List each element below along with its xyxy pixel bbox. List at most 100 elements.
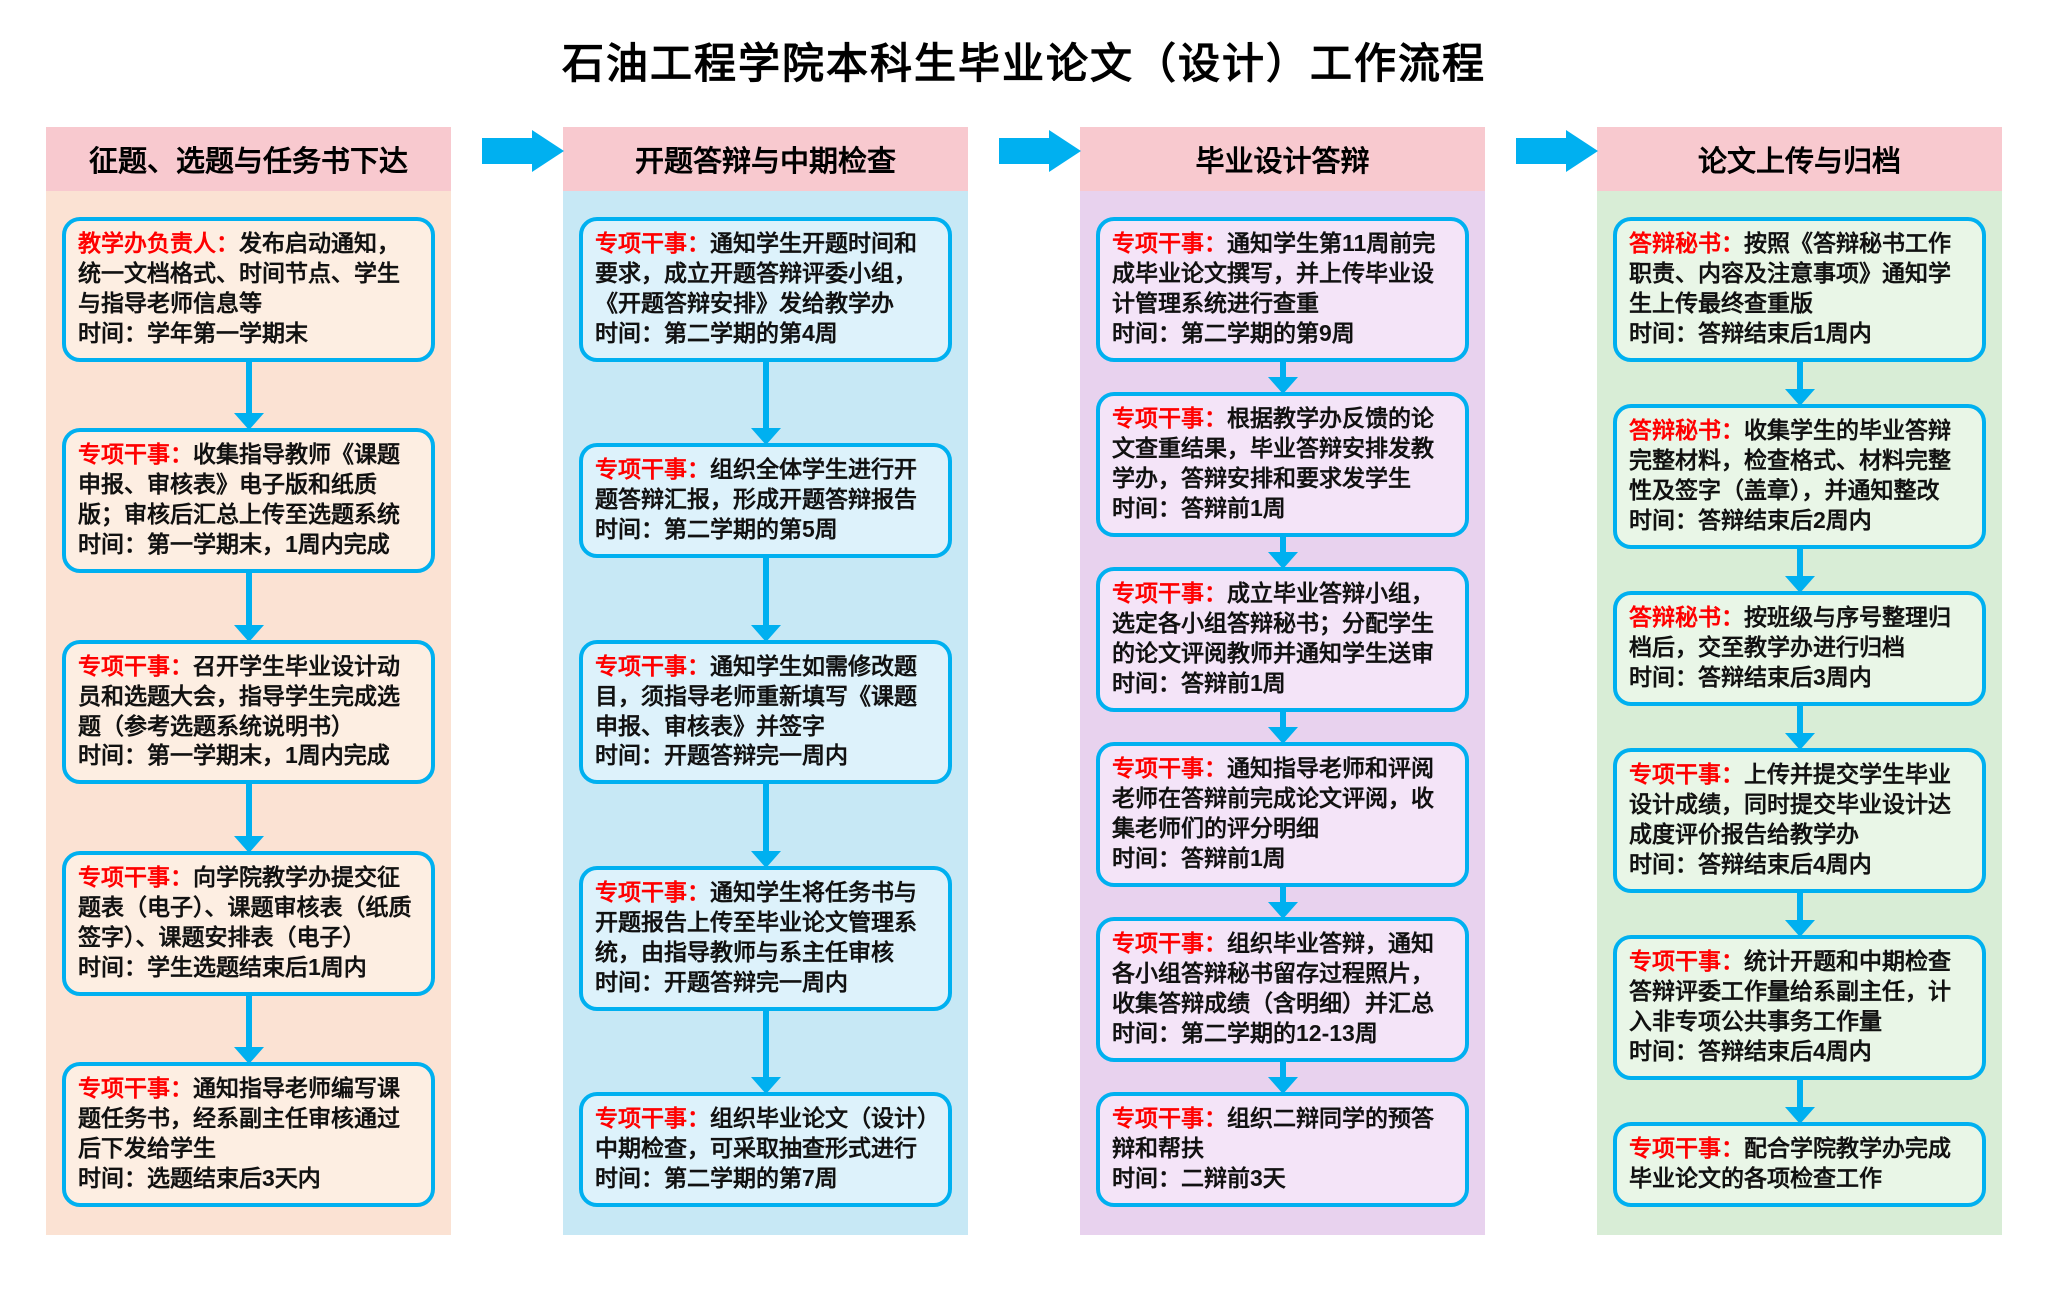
step-box: 专项干事：组织全体学生进行开题答辩汇报，形成开题答辩报告时间：第二学期的第5周 [579,443,952,558]
step-text: 答辩秘书：按班级与序号整理归档后，交至教学办进行归档 [1629,603,1970,663]
step-box: 专项干事：组织毕业答辩，通知各小组答辩秘书留存过程照片，收集答辩成绩（含明细）并… [1096,917,1469,1062]
step-body-text: 收集学生的毕业答辩完整材料，检查格式、材料完整性及签字（盖章），并通知整改 [1629,417,1951,503]
step-box: 答辩秘书：按班级与序号整理归档后，交至教学办进行归档时间：答辩结束后3周内 [1613,591,1986,706]
step-text: 专项干事：组织全体学生进行开题答辩汇报，形成开题答辩报告 [595,455,936,515]
step-box: 专项干事：根据教学办反馈的论文查重结果，毕业答辩安排发教学办，答辩安排和要求发学… [1096,392,1469,537]
step-time-text: 时间：学年第一学期末 [78,319,308,346]
step-body-text: 发布启动通知，统一文档格式、时间节点、学生与指导老师信息等 [78,230,400,316]
step-time-text: 时间：答辩前1周 [1112,669,1286,696]
step-time-text: 时间：第一学期末，1周内完成 [78,742,390,769]
step-text: 专项干事：通知学生开题时间和要求，成立开题答辩评委小组，《开题答辩安排》发给教学… [595,229,936,319]
step-text: 专项干事：成立毕业答辩小组，选定各小组答辩秘书；分配学生的论文评阅教师并通知学生… [1112,579,1453,669]
step-role-label: 专项干事： [595,879,710,906]
step-box: 专项干事：统计开题和中期检查答辩评委工作量给系副主任，计入非专项公共事务工作量时… [1613,935,1986,1080]
step-box: 专项干事：通知学生开题时间和要求，成立开题答辩评委小组，《开题答辩安排》发给教学… [579,217,952,362]
step-time-text: 时间：答辩结束后4周内 [1629,850,1872,877]
step-time-text: 时间：答辩前1周 [1112,494,1286,521]
down-arrow-icon [1263,709,1303,744]
step-body-text: 按照《答辩秘书工作职责、内容及注意事项》通知学生上传最终查重版 [1629,230,1951,316]
step-time-text: 时间：学生选题结束后1周内 [78,953,367,980]
down-arrow-icon [1780,1077,1820,1125]
step-time-text: 时间：二辩前3天 [1112,1165,1286,1192]
step-text: 答辩秘书：收集学生的毕业答辩完整材料，检查格式、材料完整性及签字（盖章），并通知… [1629,416,1970,506]
step-time-text: 时间：答辩结束后3周内 [1629,663,1872,690]
flow-arrow-gap [968,127,1080,164]
right-arrow-icon [1516,138,1566,164]
step-role-label: 专项干事： [595,652,710,679]
down-arrow-icon [1780,546,1820,594]
down-arrow-icon [746,1008,786,1095]
column-header: 开题答辩与中期检查 [563,127,968,191]
step-body-text: 向学院教学办提交征题表（电子）、课题审核表（纸质签字）、课题安排表（电子） [78,864,412,950]
page-title: 石油工程学院本科生毕业论文（设计）工作流程 [561,40,1486,87]
step-text: 专项干事：向学院教学办提交征题表（电子）、课题审核表（纸质签字）、课题安排表（电… [78,863,419,953]
step-body-text: 配合学院教学办完成毕业论文的各项检查工作 [1629,1135,1951,1192]
step-text: 专项干事：统计开题和中期检查答辩评委工作量给系副主任，计入非专项公共事务工作量 [1629,947,1970,1037]
step-body-text: 通知学生将任务书与开题报告上传至毕业论文管理系统，由指导教师与系主任审核 [595,879,917,965]
step-role-label: 专项干事： [1629,1135,1744,1162]
step-role-label: 专项干事： [595,230,710,256]
step-time-text: 时间：答辩结束后1周内 [1629,319,1872,346]
step-role-label: 答辩秘书： [1629,230,1744,256]
step-box: 专项干事：召开学生毕业设计动员和选题大会，指导学生完成选题（参考选题系统说明书）… [62,639,435,785]
down-arrow-icon [1780,359,1820,407]
step-role-label: 答辩秘书： [1629,604,1744,631]
step-box: 专项干事：上传并提交学生毕业设计成绩，同时提交毕业设计达成度评价报告给教学办时间… [1613,748,1986,893]
step-text: 专项干事：上传并提交学生毕业设计成绩，同时提交毕业设计达成度评价报告给教学办 [1629,760,1970,850]
step-body-text: 组织毕业答辩，通知各小组答辩秘书留存过程照片，收集答辩成绩（含明细）并汇总 [1112,930,1434,1017]
step-text: 专项干事：通知指导老师和评阅老师在答辩前完成论文评阅，收集老师们的评分明细 [1112,754,1453,844]
step-time-text: 时间：开题答辩完一周内 [595,742,848,769]
step-box: 专项干事：组织二辩同学的预答辩和帮扶时间：二辩前3天 [1096,1092,1469,1207]
step-body-text: 组织全体学生进行开题答辩汇报，形成开题答辩报告 [595,456,917,513]
step-text: 专项干事：组织毕业答辩，通知各小组答辩秘书留存过程照片，收集答辩成绩（含明细）并… [1112,929,1453,1019]
down-arrow-icon [1780,890,1820,938]
down-arrow-icon [229,782,269,853]
step-time-text: 时间：选题结束后3天内 [78,1165,321,1192]
step-time-text: 时间：第二学期的第4周 [595,319,838,346]
step-role-label: 专项干事： [78,1075,193,1102]
step-role-label: 专项干事： [78,441,193,468]
step-role-label: 专项干事： [1112,580,1227,607]
step-body-text: 通知学生如需修改题目，须指导老师重新填写《课题申报、审核表》并签字 [595,652,917,739]
flow-arrow-gap [451,127,563,164]
step-box: 答辩秘书：收集学生的毕业答辩完整材料，检查格式、材料完整性及签字（盖章），并通知… [1613,404,1986,549]
step-box: 专项干事：通知学生如需修改题目，须指导老师重新填写《课题申报、审核表》并签字时间… [579,639,952,785]
down-arrow-icon [229,993,269,1065]
column-header: 毕业设计答辩 [1080,127,1485,191]
step-box: 专项干事：组织毕业论文（设计）中期检查，可采取抽查形式进行时间：第二学期的第7周 [579,1092,952,1208]
step-role-label: 专项干事： [1629,761,1744,788]
step-time-text: 时间：答辩前1周 [1112,844,1286,871]
step-text: 专项干事：收集指导教师《课题申报、审核表》电子版和纸质版；审核后汇总上传至选题系… [78,440,419,530]
step-text: 专项干事：配合学院教学办完成毕业论文的各项检查工作 [1629,1134,1970,1194]
step-text: 专项干事：通知学生第11周前完成毕业论文撰写，并上传毕业设计管理系统进行查重 [1112,229,1453,319]
step-box: 教学办负责人：发布启动通知，统一文档格式、时间节点、学生与指导老师信息等时间：学… [62,217,435,362]
step-text: 答辩秘书：按照《答辩秘书工作职责、内容及注意事项》通知学生上传最终查重版 [1629,229,1970,319]
down-arrow-icon [229,359,269,431]
step-time-text: 时间：第一学期末，1周内完成 [78,531,390,558]
column-body: 专项干事：通知学生开题时间和要求，成立开题答辩评委小组，《开题答辩安排》发给教学… [563,191,968,1235]
step-box: 专项干事：通知学生第11周前完成毕业论文撰写，并上传毕业设计管理系统进行查重时间… [1096,217,1469,362]
down-arrow-icon [1263,534,1303,569]
step-time-text: 时间：开题答辩完一周内 [595,968,848,995]
step-role-label: 专项干事： [1112,1105,1227,1132]
down-arrow-icon [229,570,269,642]
step-body-text: 组织毕业论文（设计）中期检查，可采取抽查形式进行 [595,1105,929,1162]
step-body-text: 通知学生第11周前完成毕业论文撰写，并上传毕业设计管理系统进行查重 [1112,230,1436,316]
step-text: 专项干事：组织二辩同学的预答辩和帮扶 [1112,1104,1453,1164]
step-time-text: 时间：第二学期的12-13周 [1112,1019,1378,1046]
down-arrow-icon [746,359,786,446]
step-body-text: 组织二辩同学的预答辩和帮扶 [1112,1105,1434,1162]
step-box: 专项干事：收集指导教师《课题申报、审核表》电子版和纸质版；审核后汇总上传至选题系… [62,428,435,573]
down-arrow-icon [746,782,786,868]
right-arrow-icon [482,138,532,164]
step-role-label: 专项干事： [1112,405,1227,432]
step-role-label: 专项干事： [78,864,193,891]
column-body: 专项干事：通知学生第11周前完成毕业论文撰写，并上传毕业设计管理系统进行查重时间… [1080,191,1485,1235]
step-box: 专项干事：通知指导老师和评阅老师在答辩前完成论文评阅，收集老师们的评分明细时间：… [1096,742,1469,887]
step-time-text: 时间：第二学期的第7周 [595,1165,838,1192]
column-body: 教学办负责人：发布启动通知，统一文档格式、时间节点、学生与指导老师信息等时间：学… [46,191,451,1235]
flow-arrow-gap [1485,127,1597,164]
step-text: 专项干事：召开学生毕业设计动员和选题大会，指导学生完成选题（参考选题系统说明书） [78,652,419,742]
step-box: 专项干事：成立毕业答辩小组，选定各小组答辩秘书；分配学生的论文评阅教师并通知学生… [1096,567,1469,712]
